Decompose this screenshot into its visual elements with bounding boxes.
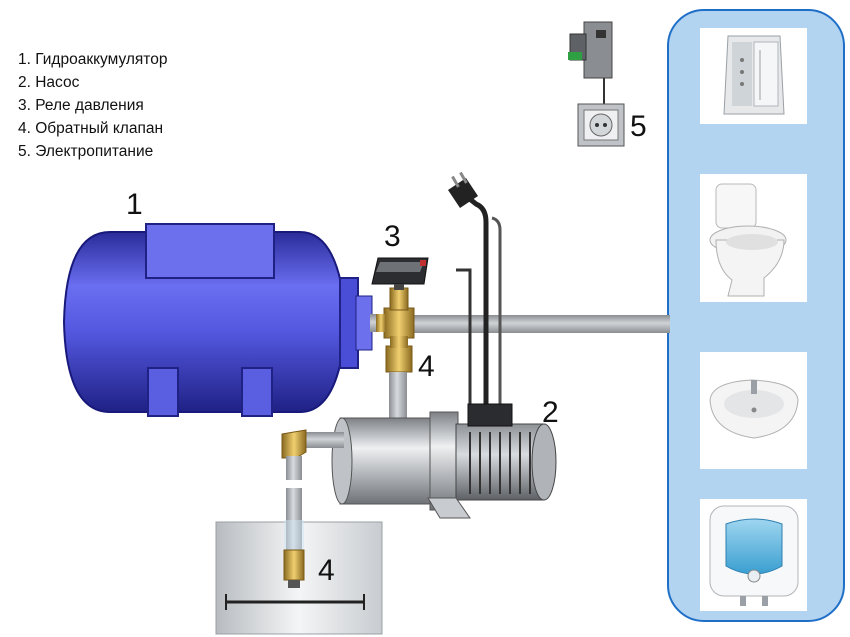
legend-item-check-valve: 4. Обратный клапан [18, 120, 164, 137]
suction-pipe-upper [286, 456, 302, 480]
water-heater-icon [700, 499, 807, 611]
circuit-breaker-icon [568, 21, 613, 104]
callout-pump: 2 [542, 396, 559, 429]
shower-cabin-icon [700, 28, 807, 124]
accumulator-tank [62, 223, 373, 417]
callout-check-valve-top: 4 [418, 350, 435, 383]
callout-check-valve-bottom: 4 [318, 554, 335, 587]
legend-item-power: 5. Электропитание [18, 143, 154, 160]
check-valve-bottom [283, 549, 305, 588]
washbasin-icon [700, 352, 807, 469]
callout-pressure-switch: 3 [384, 220, 401, 253]
power-socket-icon [577, 103, 625, 147]
pressure-switch [371, 257, 429, 290]
power-plug-icon [448, 171, 478, 208]
callout-power: 5 [630, 110, 647, 143]
legend-item-accumulator: 1. Гидроаккумулятор [18, 51, 168, 68]
legend-item-pressure-switch: 3. Реле давления [18, 97, 144, 114]
check-valve-top [385, 340, 413, 373]
riser-pipe [389, 372, 407, 422]
pump [331, 403, 557, 519]
fitting-cross [376, 287, 415, 348]
suction-pipe-horizontal [304, 432, 344, 448]
main-supply-pipe [412, 315, 670, 333]
callout-accumulator: 1 [126, 188, 143, 221]
legend-item-pump: 2. Насос [18, 74, 80, 91]
suction-elbow [281, 429, 307, 459]
legend: 1. Гидроаккумулятор 2. Насос 3. Реле дав… [18, 48, 167, 163]
power-cable [456, 194, 502, 410]
toilet-icon [700, 174, 807, 302]
